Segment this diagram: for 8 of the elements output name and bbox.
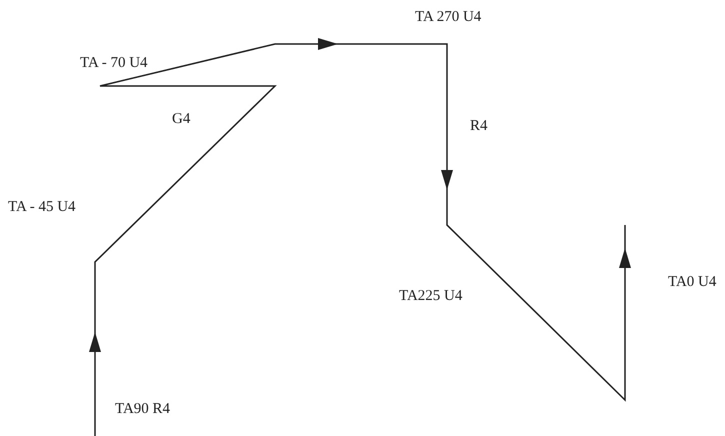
command-label: TA - 70 U4 (80, 54, 148, 72)
command-label: R4 (470, 117, 488, 135)
command-label: TA225 U4 (399, 287, 462, 305)
command-label: TA 270 U4 (415, 8, 482, 26)
command-label: TA0 U4 (668, 273, 716, 291)
command-label: TA - 45 U4 (8, 198, 76, 216)
command-label: TA90 R4 (115, 400, 170, 418)
command-label: G4 (172, 110, 190, 128)
